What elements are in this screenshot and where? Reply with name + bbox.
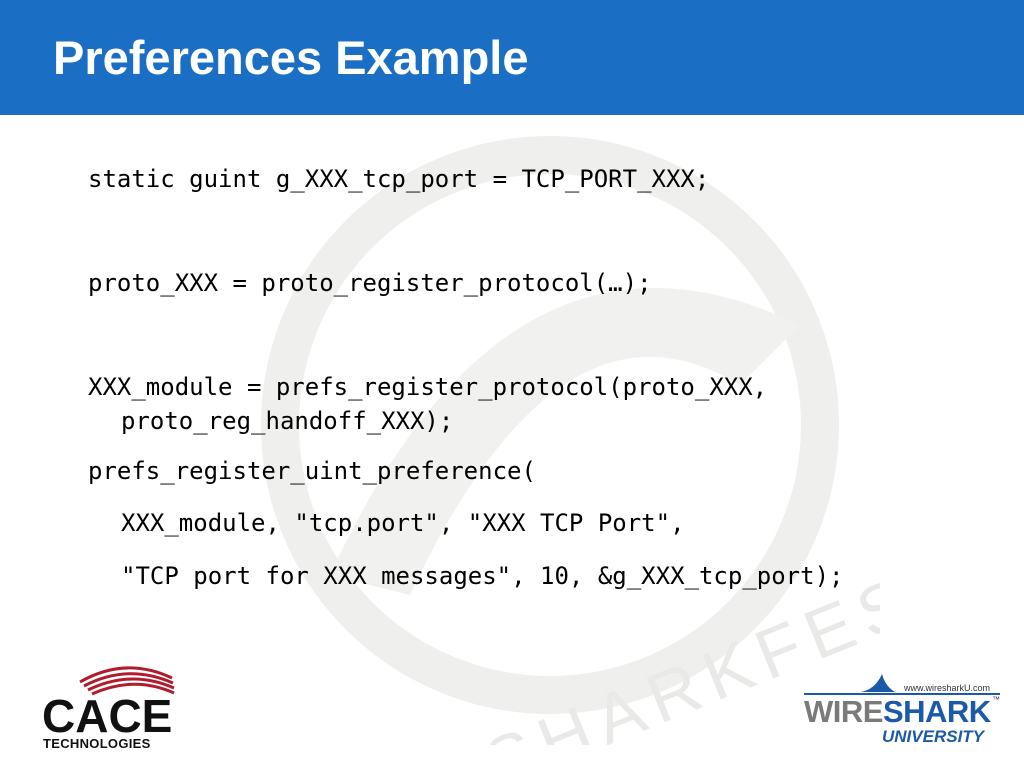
svg-text:WIRESHARK: WIRESHARK (804, 694, 992, 729)
sharkfest-watermark: SHARKFEST '0 (261, 136, 880, 745)
wireshark-tm: ™ (992, 695, 1000, 704)
cace-wordmark: CACE (42, 690, 172, 742)
cace-swoosh-icon (79, 666, 175, 696)
wireshark-university: UNIVERSITY (882, 727, 986, 746)
wireshark-url: www.wiresharkU.com (903, 683, 990, 693)
cace-tagline: TECHNOLOGIES (43, 736, 151, 751)
wireshark-university-logo: www.wiresharkU.com WIRESHARK ™ UNIVERSIT… (804, 674, 1000, 746)
code-line-6: XXX_module, "tcp.port", "XXX TCP Port", (121, 509, 685, 537)
wireshark-shark: SHARK (883, 694, 992, 729)
code-line-3: XXX_module = prefs_register_protocol(pro… (88, 373, 768, 401)
code-line-4: proto_reg_handoff_XXX); (121, 407, 454, 435)
title-bar: Preferences Example (0, 0, 1024, 115)
slide-title: Preferences Example (53, 31, 529, 84)
code-line-2: proto_XXX = proto_register_protocol(…); (88, 269, 652, 297)
code-line-5: prefs_register_uint_preference( (88, 457, 536, 485)
code-line-7: "TCP port for XXX messages", 10, &g_XXX_… (121, 562, 844, 590)
wireshark-wire: WIRE (804, 694, 883, 729)
shark-fin-icon (860, 674, 895, 692)
cace-technologies-logo: CACE TECHNOLOGIES (42, 666, 175, 751)
code-line-1: static guint g_XXX_tcp_port = TCP_PORT_X… (88, 165, 710, 193)
